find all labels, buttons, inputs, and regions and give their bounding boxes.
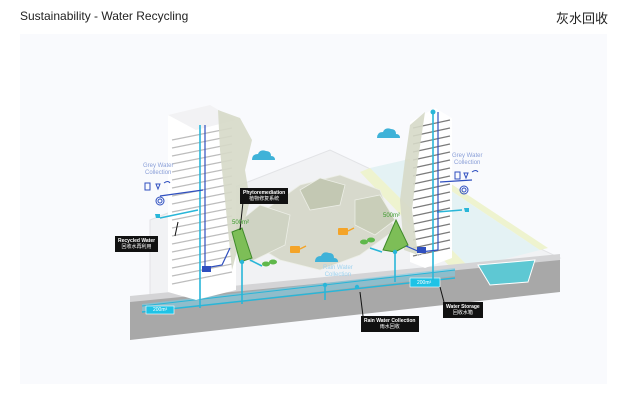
callout-text-cn: 回收水再利用 bbox=[121, 244, 152, 250]
cloud-icon bbox=[252, 150, 275, 160]
toilet-icon-left bbox=[155, 214, 160, 218]
fixture-icons-left bbox=[144, 181, 171, 206]
callout-rain-water-collection: Rain Water Collection 雨水回收 bbox=[361, 316, 419, 332]
wetland-right bbox=[382, 218, 409, 253]
wetland-left-area: 500m² bbox=[232, 220, 250, 226]
callout-text-en: Recycled Water bbox=[118, 238, 156, 244]
watering-can-icon bbox=[290, 245, 307, 253]
grey-water-pipes bbox=[159, 112, 473, 269]
callout-text-cn: 雨水回收 bbox=[379, 324, 400, 330]
fixture-icons-right bbox=[454, 170, 479, 195]
recycled-main-pipe bbox=[141, 269, 456, 307]
wetland-right-area: 500m² bbox=[383, 213, 401, 219]
sprout-icon bbox=[360, 237, 375, 245]
callout-text-cn: 回收水箱 bbox=[452, 310, 473, 316]
callout-recycled-water: Recycled Water 回收水再利用 bbox=[115, 236, 159, 252]
storage-tank-right bbox=[409, 277, 441, 288]
wetland-left bbox=[231, 227, 253, 263]
right-tower bbox=[400, 108, 452, 268]
cloud-icon bbox=[315, 252, 338, 262]
pump-left bbox=[202, 266, 211, 272]
tank-right-capacity: 200m³ bbox=[417, 280, 432, 286]
left-tower bbox=[168, 105, 252, 300]
label-line: Collection bbox=[324, 272, 352, 278]
page-title: Sustainability - Water Recycling bbox=[20, 9, 189, 23]
ground-top-band bbox=[130, 254, 560, 302]
callout-water-storage: Water Storage 回收水箱 bbox=[443, 302, 483, 318]
pump-right bbox=[417, 247, 426, 253]
sprout-icon bbox=[262, 259, 277, 267]
pipe-junctions bbox=[239, 109, 436, 290]
left-tower-floors bbox=[171, 127, 233, 285]
callout-phytoremediation: Phytoremediation 植物修复系统 bbox=[240, 188, 289, 204]
pump-left-capacity: 20m³ bbox=[202, 272, 214, 278]
label-line: Grey Water bbox=[143, 163, 174, 169]
callout-text-en: Water Storage bbox=[446, 304, 480, 310]
pump-right-capacity: 20m³ bbox=[416, 253, 428, 259]
label-rain-water: Rain Water Collection bbox=[323, 265, 353, 279]
retention-pond bbox=[477, 259, 536, 286]
callout-leaders bbox=[174, 201, 445, 317]
label-line: Grey Water bbox=[452, 153, 483, 159]
left-tower-greenery bbox=[218, 110, 252, 270]
toilet-icon-right bbox=[464, 208, 469, 212]
callout-text-en: Rain Water Collection bbox=[364, 318, 416, 324]
right-tower-greenery bbox=[400, 112, 425, 255]
label-line: Rain Water bbox=[323, 265, 353, 271]
cloud-icon bbox=[377, 128, 400, 138]
label-grey-water-left: Grey Water Collection bbox=[143, 163, 173, 177]
page-title-cn: 灰水回收 bbox=[555, 12, 608, 27]
callout-text-en: Phytoremediation bbox=[243, 190, 286, 196]
tank-left-capacity: 200m³ bbox=[153, 307, 168, 313]
watering-can-icon bbox=[338, 227, 355, 235]
label-line: Collection bbox=[454, 160, 481, 166]
callout-text-cn: 植物修复系统 bbox=[249, 196, 280, 202]
label-grey-water-right: Grey Water Collection bbox=[452, 153, 482, 167]
recycled-water-pipes bbox=[159, 112, 463, 308]
label-line: Collection bbox=[145, 170, 172, 176]
storage-tank-left bbox=[145, 305, 175, 315]
recycled-main-pipe bbox=[141, 277, 456, 313]
